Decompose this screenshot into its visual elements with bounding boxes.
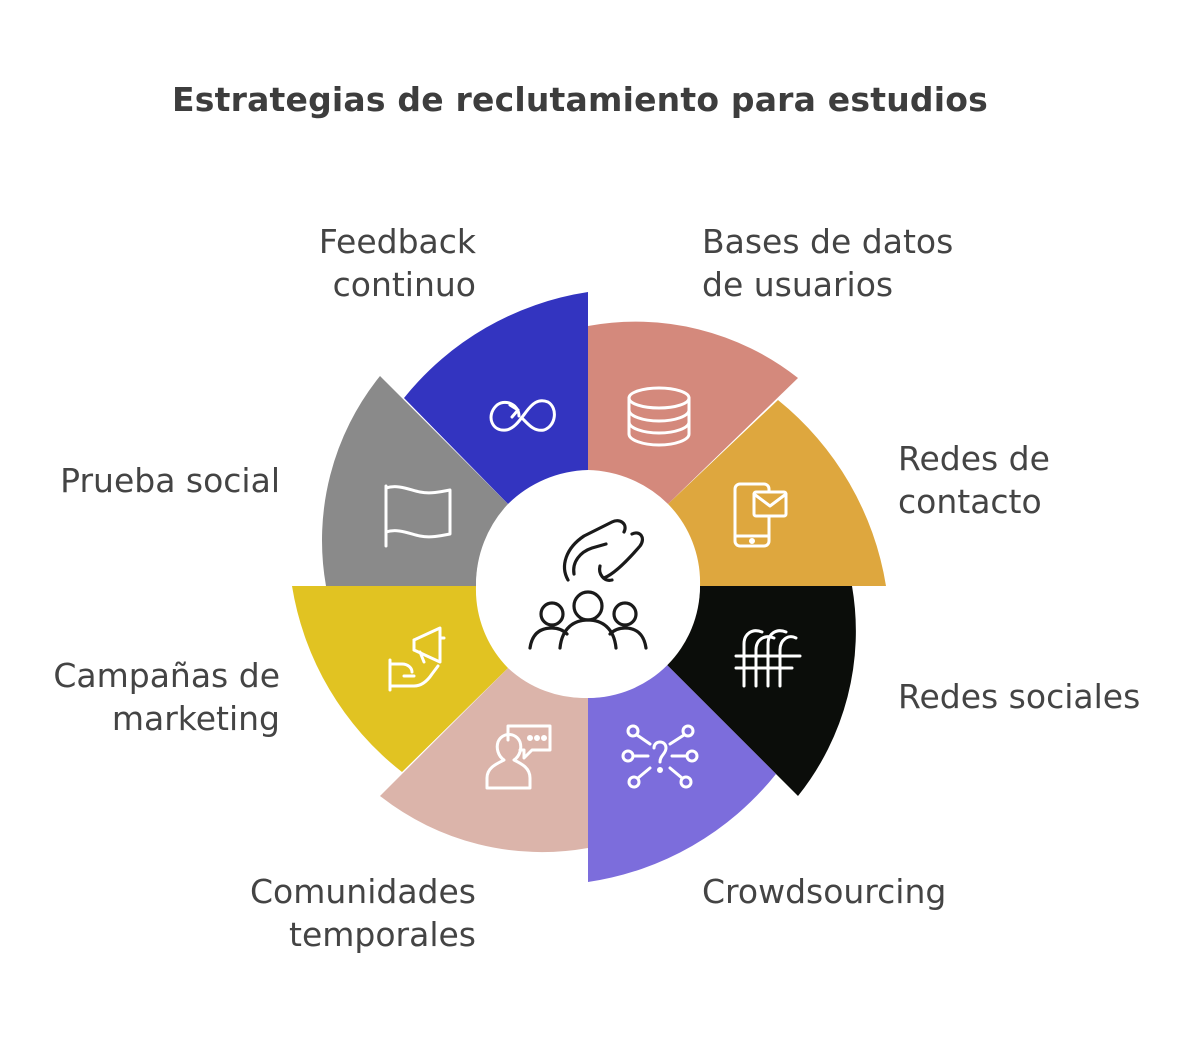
recruit-people-icon [528,519,648,650]
sector-prueba [322,376,508,586]
sector-crowd [588,664,776,882]
database-icon [627,386,691,447]
megaphone-hand-icon [388,626,446,692]
sector-feedback [404,292,588,504]
network-question-icon [621,724,699,789]
label-prueba-social: Prueba social [60,461,280,500]
label-redes-sociales: Redes sociales [898,677,1141,716]
sector-sociales [666,586,856,796]
sector-campanas [292,586,508,772]
user-chat-icon [485,724,552,790]
diagram-title: Estrategias de reclutamiento para estudi… [172,80,988,119]
sector-bases [588,321,798,504]
center-circle [476,474,700,698]
mobile-mail-icon [733,482,788,548]
label-crowdsourcing: Crowdsourcing [702,872,947,911]
flag-icon [384,484,452,548]
sector-comunidades [380,668,588,853]
infinity-icon [489,399,556,432]
social-ff-icon [734,629,802,688]
